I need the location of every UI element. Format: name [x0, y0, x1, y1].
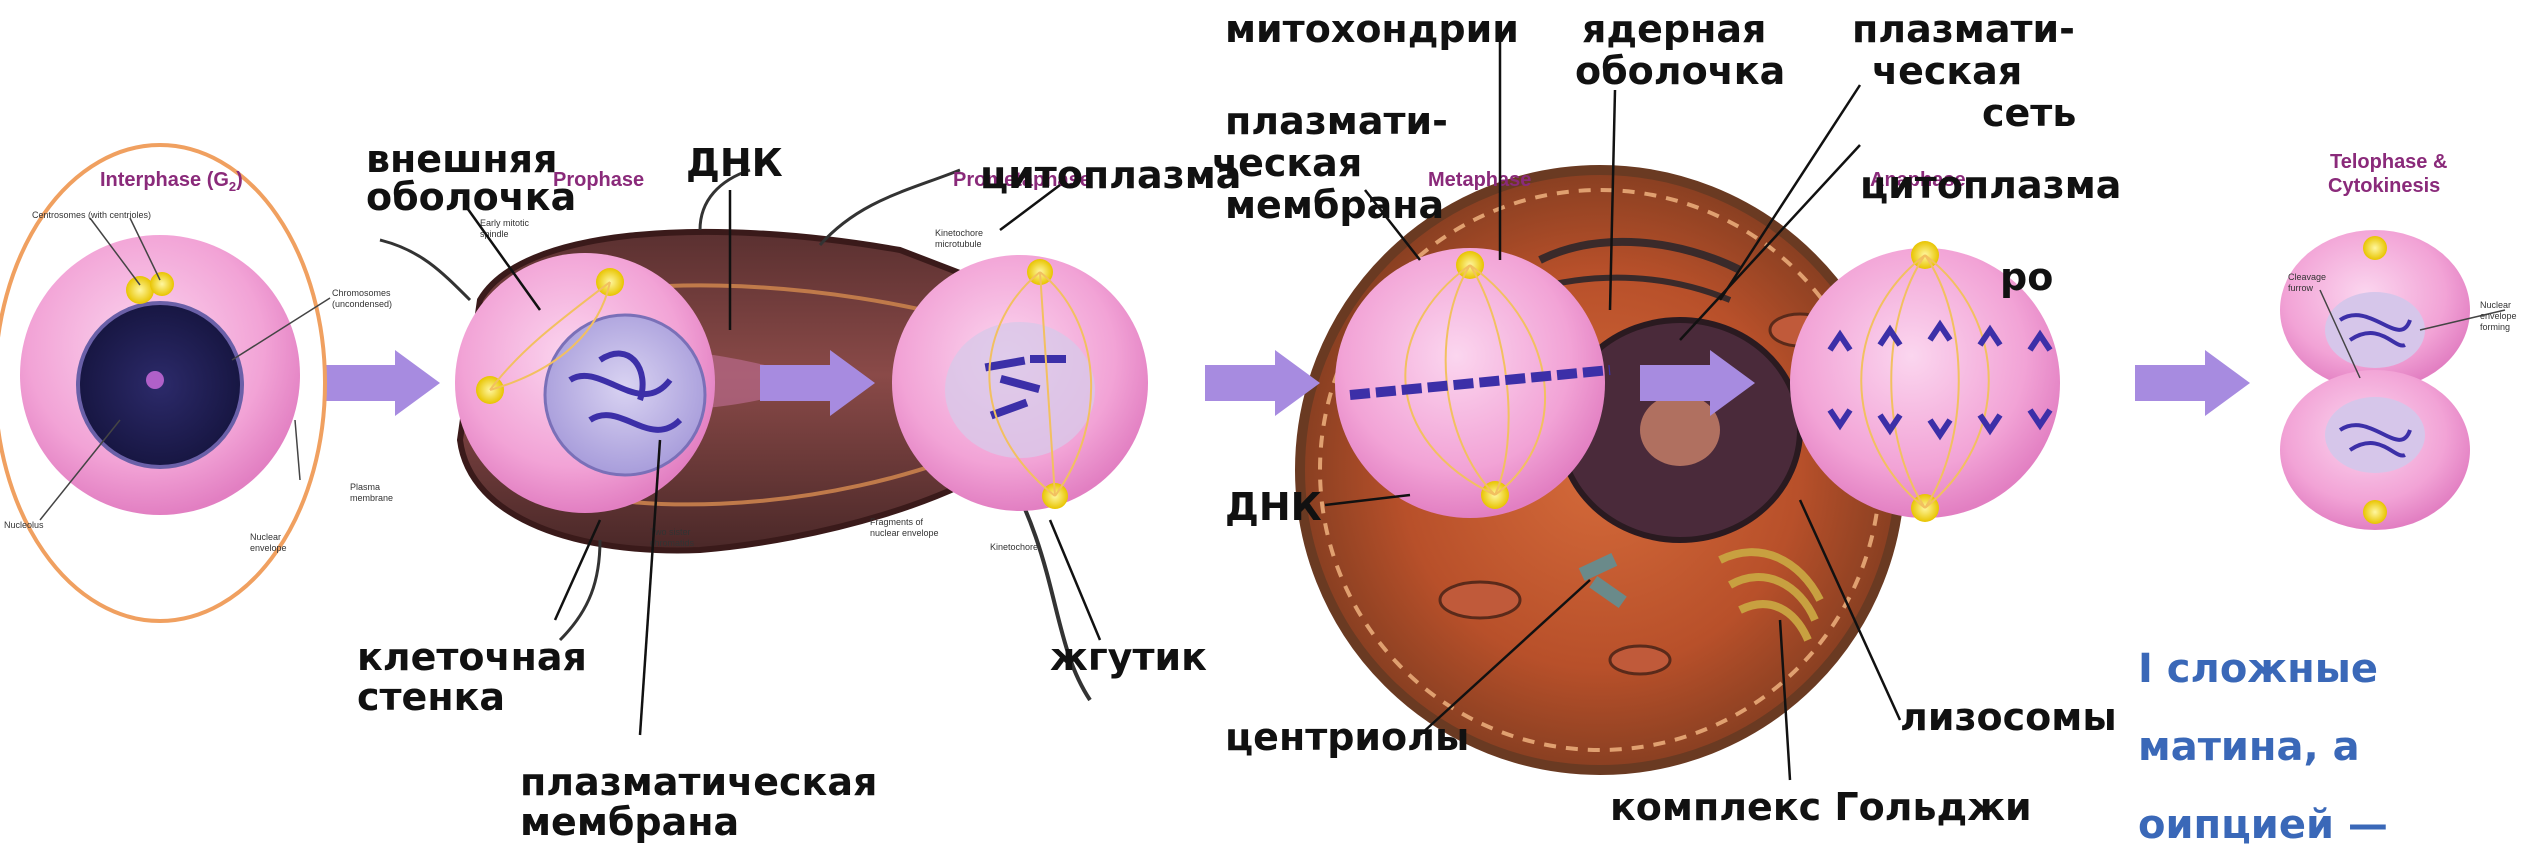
nucleolus [146, 371, 164, 389]
label-early-spindle: Early mitotic [480, 218, 530, 228]
label-plasma-membrane-animal-3: мембрана [1225, 183, 1444, 227]
label-outer-envelope-2: оболочка [366, 175, 576, 219]
label-nuclear-envelope: Nuclear [250, 532, 281, 542]
label-cell-wall-2: стенка [357, 675, 505, 719]
label-plasma-membrane-2: membrane [350, 493, 393, 503]
stage-label-cytokinesis: Cytokinesis [2328, 175, 2440, 197]
arrow-5 [2135, 350, 2250, 416]
label-plasma-membrane-animal: плазмати- [1225, 99, 1448, 143]
anaphase-cell: Anaphase [1790, 169, 2060, 522]
label-nuclear-forming-2: envelope [2480, 311, 2517, 321]
prophase-nucleus [545, 315, 705, 475]
stage-label-interphase: Interphase (G2) [100, 169, 243, 194]
label-fragments: Fragments of [870, 517, 924, 527]
label-kinetochore-microtubule: Kinetochore [935, 228, 983, 238]
label-er-3: сеть [1982, 91, 2076, 135]
label-nuclear-forming-3: forming [2480, 322, 2510, 332]
label-sister-chromatids: Two sister [650, 527, 691, 537]
label-nucleolus: Nucleolus [4, 520, 44, 530]
label-plasma-membrane-animal-2: ческая [1212, 141, 1362, 185]
label-dna-animal: ДНК [1225, 485, 1322, 529]
telophase-cell: Telophase & Cytokinesis Cleavage furrow … [2280, 151, 2517, 530]
label-flagellum: жгутик [1050, 635, 1207, 679]
label-chromosomes: Chromosomes [332, 288, 391, 298]
cropped-text-line-2: матина, а [2138, 724, 2360, 770]
label-mitochondria: митохондрии [1225, 7, 1519, 51]
label-fragments-2: nuclear envelope [870, 528, 939, 538]
label-er: плазмати- [1852, 7, 2075, 51]
cropped-text-block: I сложные матина, а оипцией — [2138, 646, 2388, 847]
label-kinetochore-microtubule-2: microtubule [935, 239, 982, 249]
label-cell-wall: клеточная [357, 635, 587, 679]
label-plasma-membrane-bact-2: мембрана [520, 800, 739, 844]
label-nucleus-fragment: ро [2000, 255, 2053, 299]
label-plasma-membrane: Plasma [350, 482, 380, 492]
label-golgi: комплекс Гольджи [1610, 785, 2032, 829]
label-cleavage-furrow-2: furrow [2288, 283, 2314, 293]
label-er-2: ческая [1872, 49, 2022, 93]
label-lysosomes: лизосомы [1900, 695, 2117, 739]
cropped-text-line-3: оипцией — [2138, 802, 2388, 847]
label-nuclear-envelope-ru-2: оболочка [1575, 49, 1785, 93]
label-centrosomes: Centrosomes (with centrioles) [32, 210, 151, 220]
label-chromosomes-2: (uncondensed) [332, 299, 392, 309]
label-nuclear-envelope-2: envelope [250, 543, 287, 553]
label-cleavage-furrow: Cleavage [2288, 272, 2326, 282]
stage-label-telophase: Telophase & [2330, 151, 2447, 173]
cropped-text-line-1: I сложные [2138, 646, 2378, 692]
label-kinetochore: Kinetochore [990, 542, 1038, 552]
label-sister-chromatids-2: chromatids [650, 538, 695, 548]
label-nuclear-envelope-ru: ядерная [1582, 7, 1766, 51]
centrosome [126, 276, 154, 304]
arrow-1 [325, 350, 440, 416]
label-centrioles: центриолы [1225, 715, 1469, 759]
label-dna-bacterium: ДНК [686, 141, 783, 185]
label-cytoplasm-animal: цитоплазма [1860, 163, 2121, 207]
label-cytoplasm-bacterium: цитоплазма [980, 153, 1241, 197]
label-nuclear-forming: Nuclear [2480, 300, 2511, 310]
label-plasma-membrane-bact: плазматическая [520, 760, 877, 804]
